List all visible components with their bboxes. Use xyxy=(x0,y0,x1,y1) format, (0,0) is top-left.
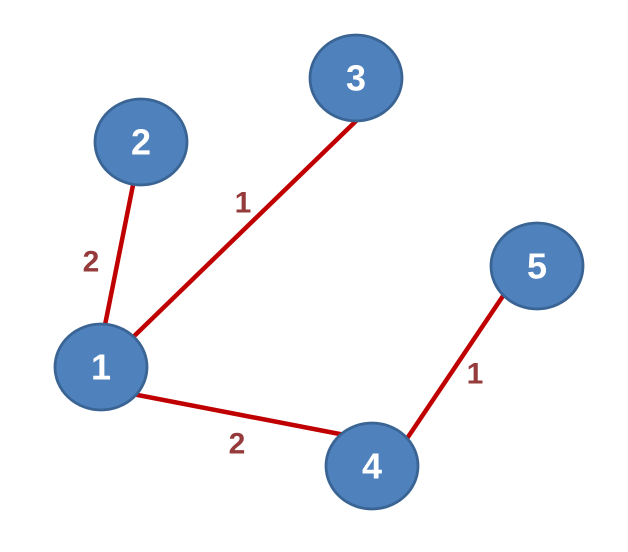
graph-node-5 xyxy=(489,221,585,311)
graph-node-4 xyxy=(324,421,420,511)
node-label-2: 2 xyxy=(131,122,151,163)
node-label-3: 3 xyxy=(346,58,366,99)
edge-line-1-2 xyxy=(99,167,139,343)
node-label-1: 1 xyxy=(91,347,111,388)
edge-weight-label-4-5: 1 xyxy=(467,358,484,391)
edge-weight-label-1-3: 1 xyxy=(235,187,252,220)
edge-weight-label-1-2: 2 xyxy=(83,246,100,279)
graph-node-2 xyxy=(93,97,189,187)
graph-node-1 xyxy=(53,322,149,412)
node-label-5: 5 xyxy=(527,246,547,287)
edge-weight-label-1-4: 2 xyxy=(229,428,246,461)
edge-line-1-3 xyxy=(125,118,359,345)
edge-line-1-4 xyxy=(119,389,353,439)
node-label-4: 4 xyxy=(362,446,382,487)
graph-node-3 xyxy=(308,33,404,123)
edge-line-4-5 xyxy=(401,287,510,446)
